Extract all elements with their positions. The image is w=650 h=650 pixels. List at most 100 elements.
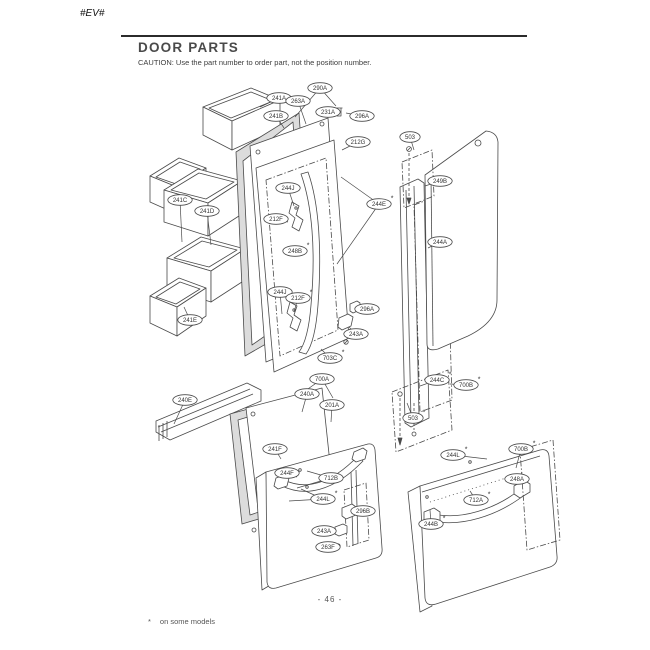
svg-text:244L: 244L [446, 453, 460, 459]
bottle-shelf-art [155, 382, 262, 441]
part-callout: 241F [262, 443, 288, 460]
part-callout: 263F [315, 541, 341, 553]
svg-text:212F: 212F [291, 296, 305, 302]
some-models-asterisk: * [335, 491, 338, 498]
part-callout: 241E [177, 306, 203, 326]
lower-middle-door-art [229, 387, 383, 591]
part-callout: 243A [311, 525, 337, 537]
some-models-asterisk: * [391, 196, 394, 203]
svg-text:712A: 712A [469, 498, 483, 504]
svg-text:241A: 241A [272, 96, 286, 102]
svg-text:700B: 700B [459, 383, 473, 389]
header-rule [121, 35, 527, 37]
part-callout: 241A [259, 92, 292, 108]
part-callout: 212F * [285, 290, 313, 313]
svg-text:243A: 243A [317, 529, 331, 535]
bottom-right-door-art [407, 439, 561, 613]
part-callout: 700B * [508, 441, 536, 469]
part-callout: 712B [296, 470, 344, 489]
svg-text:248B: 248B [288, 249, 302, 255]
part-callout: 263A [285, 95, 311, 125]
part-callout: 712A * [463, 490, 491, 506]
svg-text:241F: 241F [268, 447, 282, 453]
svg-text:241C: 241C [173, 198, 188, 204]
svg-text:296A: 296A [360, 307, 374, 313]
page-number: - 46 - [317, 595, 343, 604]
part-callout: 503 * [402, 402, 426, 424]
svg-text:212G: 212G [351, 140, 366, 146]
svg-text:241E: 241E [183, 318, 197, 324]
part-callout: 241D [194, 205, 220, 246]
svg-text:703C: 703C [323, 356, 338, 362]
part-callout: 231A [315, 106, 341, 118]
svg-text:296A: 296A [355, 114, 369, 120]
some-models-asterisk: * [310, 290, 313, 297]
some-models-asterisk: * [443, 516, 446, 523]
door-bins-art [149, 87, 281, 337]
svg-text:244J: 244J [273, 290, 286, 296]
part-callout: 249B [424, 175, 453, 187]
part-callout: 240A [294, 388, 320, 413]
part-callout: 244A [427, 236, 453, 249]
some-models-asterisk: * [488, 492, 491, 499]
part-callout: 244F [274, 467, 300, 479]
svg-text:212F: 212F [269, 217, 283, 223]
part-callout: 201A [319, 399, 345, 423]
svg-text:700A: 700A [315, 377, 329, 383]
upper-door-art [235, 112, 361, 373]
svg-text:231A: 231A [321, 110, 335, 116]
part-callout: 212G [341, 136, 371, 151]
part-callout: 243A [343, 326, 369, 340]
svg-text:244J: 244J [281, 186, 294, 192]
part-callout: 703C* [317, 348, 345, 364]
svg-text:503: 503 [405, 135, 416, 141]
svg-text:244L: 244L [316, 497, 330, 503]
svg-text:201A: 201A [325, 403, 339, 409]
svg-text:241B: 241B [269, 114, 283, 120]
part-callout: 240E [172, 394, 198, 425]
part-callout: 296A [354, 303, 380, 315]
svg-text:244A: 244A [433, 240, 447, 246]
part-callout: 503 [399, 131, 421, 151]
part-callout: 244B * [418, 509, 446, 530]
doc-code: #EV# [80, 8, 105, 19]
some-models-asterisk: * [533, 441, 536, 448]
part-callout: 244J [267, 286, 293, 315]
svg-text:263F: 263F [321, 545, 335, 551]
some-models-asterisk: * [465, 447, 468, 454]
some-models-asterisk: * [423, 410, 426, 417]
svg-text:700B: 700B [514, 447, 528, 453]
part-callout: 244E * [336, 176, 394, 265]
part-callout: 244C * [419, 372, 452, 387]
svg-text:249B: 249B [433, 179, 447, 185]
svg-text:244B: 244B [424, 522, 438, 528]
svg-text:290A: 290A [313, 86, 327, 92]
part-callout: 700B * [449, 377, 481, 391]
svg-text:248A: 248A [510, 477, 524, 483]
caution-text: CAUTION: Use the part number to order pa… [138, 58, 372, 67]
part-callout: 296B [350, 505, 376, 517]
svg-text:243A: 243A [349, 332, 363, 338]
footnote: * on some models [148, 617, 215, 626]
some-models-asterisk: * [449, 372, 452, 379]
footnote-symbol: * [148, 617, 151, 626]
svg-text:503: 503 [408, 416, 419, 422]
svg-text:244C: 244C [430, 378, 445, 384]
svg-text:296B: 296B [356, 509, 370, 515]
svg-text:240E: 240E [178, 398, 192, 404]
some-models-asterisk: * [307, 243, 310, 250]
svg-text:712B: 712B [324, 476, 338, 482]
part-callout: 248B * [282, 243, 310, 257]
svg-text:241D: 241D [200, 209, 215, 215]
some-models-asterisk: * [478, 377, 481, 384]
footnote-text: on some models [159, 617, 215, 626]
part-callout: 248A [504, 473, 530, 485]
svg-text:244F: 244F [280, 471, 294, 477]
svg-text:244E: 244E [372, 202, 386, 208]
part-callout: 244L * [288, 488, 338, 505]
part-callout: 244J [275, 182, 301, 207]
part-callout: 296A [345, 110, 375, 122]
